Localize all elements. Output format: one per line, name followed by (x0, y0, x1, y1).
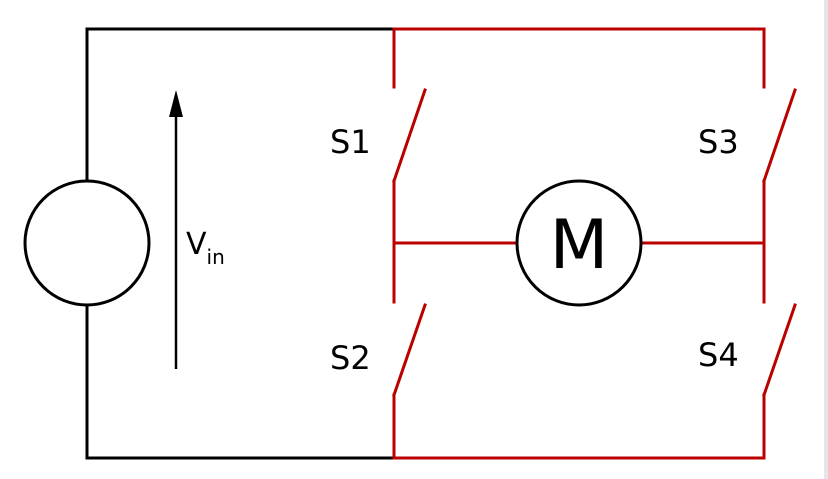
switch-label-s2: S2 (330, 339, 371, 377)
switch-s1-blade (392, 88, 427, 183)
bridge-wires (392, 27, 797, 460)
motor-symbol (515, 179, 643, 307)
switch-s2-blade (392, 303, 427, 397)
source-wire-top-left (85, 27, 396, 183)
source-wires (85, 27, 396, 460)
voltage-label: Vin (186, 227, 225, 269)
voltage-arrow-head (169, 90, 183, 117)
source-wire-bottom-left (85, 303, 396, 460)
switch-s4-blade (762, 303, 797, 397)
switch-label-s1: S1 (330, 123, 371, 161)
right-edge-divider (824, 0, 828, 479)
voltage-label-subscript: in (207, 245, 225, 269)
switch-label-s4: S4 (698, 336, 739, 374)
motor-label: M (550, 206, 609, 285)
voltage-label-main: V (186, 227, 207, 262)
switch-label-s3: S3 (698, 123, 739, 161)
voltage-arrow (169, 90, 183, 369)
voltage-source-symbol (23, 179, 151, 307)
switch-s3-blade (762, 88, 797, 183)
